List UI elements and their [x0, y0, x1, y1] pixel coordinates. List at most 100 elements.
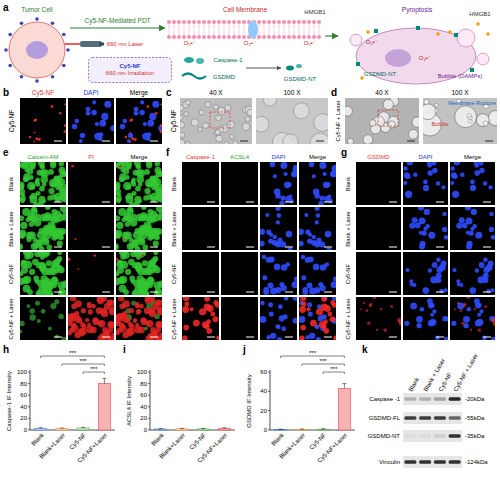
scale-bar [207, 337, 215, 338]
micrograph-ground [116, 207, 162, 250]
cell [125, 175, 130, 180]
micrograph-ground [116, 252, 162, 295]
blot-band [434, 460, 446, 464]
micrograph [182, 294, 221, 340]
cell [126, 208, 134, 216]
cell [128, 259, 135, 266]
tick-label: 0 [144, 427, 147, 433]
ros-label: O₂•⁻ [419, 55, 431, 61]
cell [37, 231, 45, 239]
cell [178, 105, 184, 111]
significance-bracket [83, 372, 104, 374]
lipid-head [212, 20, 216, 24]
cell [54, 211, 61, 218]
lipid-tail [284, 24, 285, 29]
micrograph [68, 162, 114, 205]
lipid-tail [179, 30, 180, 35]
micrograph [116, 98, 164, 144]
micrograph [221, 252, 258, 295]
cell [332, 294, 339, 301]
cell [298, 241, 304, 247]
scale-bar [54, 337, 62, 338]
cell [403, 181, 407, 185]
cell [74, 119, 79, 124]
lipid-head [202, 20, 206, 24]
protein-label: Caspase-1 [213, 57, 242, 63]
cell [479, 262, 485, 268]
cell [332, 302, 337, 307]
cell [35, 177, 40, 182]
annotation: Bubble [431, 122, 448, 128]
cell [436, 273, 442, 279]
cell [299, 336, 304, 341]
cell [142, 245, 148, 251]
cell [277, 337, 282, 342]
lane-label: Cy5-NF + Laser [452, 353, 478, 393]
scale-bar [436, 292, 444, 293]
cell [484, 305, 487, 308]
scale-bar [324, 202, 332, 203]
cell [312, 235, 316, 239]
lipid-head [172, 20, 176, 24]
cell [155, 161, 160, 166]
cell [74, 238, 76, 240]
scale-bar [150, 337, 158, 338]
cell [127, 331, 132, 336]
gsdmd-pore [374, 29, 378, 33]
cell [38, 138, 41, 141]
nanofiber-dot [4, 48, 8, 52]
cell [268, 302, 273, 307]
micrograph-ground [356, 207, 401, 250]
cell [117, 267, 124, 274]
cell [215, 302, 220, 307]
cell [284, 296, 289, 301]
micrograph [18, 297, 67, 343]
significance-mark: *** [320, 358, 327, 364]
cell [291, 172, 296, 177]
lipid-tail [309, 24, 310, 29]
cell [38, 262, 46, 270]
lipid-head [242, 20, 246, 24]
error-bar [81, 427, 85, 428]
cell [34, 219, 42, 227]
cell [409, 279, 413, 283]
micrograph-ground [356, 297, 401, 340]
micrograph-ground [182, 162, 219, 205]
lipid-head [182, 35, 186, 39]
cell [18, 163, 23, 168]
ros-label: O₂•⁻ [184, 40, 196, 46]
cell [383, 328, 387, 332]
lipid-tail [269, 30, 270, 35]
cell [333, 276, 338, 281]
annotation: Membrane Rupture [448, 101, 495, 107]
cell [326, 247, 331, 252]
cell [182, 306, 189, 313]
row-label: Cy5-NF + Laser [346, 298, 352, 339]
cell [153, 250, 158, 255]
cell [266, 229, 271, 234]
lipid-tail [319, 30, 320, 35]
cell [136, 176, 144, 184]
cell [40, 176, 48, 184]
lipid-head [237, 20, 241, 24]
cell [225, 105, 231, 111]
cell [47, 195, 52, 200]
cell [131, 119, 134, 122]
micrograph-ground [182, 252, 219, 295]
bar [218, 428, 230, 430]
scale-bar [150, 202, 158, 203]
lipid-tail [279, 30, 280, 35]
lipid-head [172, 35, 176, 39]
cell [314, 287, 320, 293]
protein-label: GSDMD-NT [284, 76, 316, 82]
cell [383, 99, 393, 109]
micrograph [113, 295, 164, 343]
cell [158, 184, 166, 192]
micrograph-ground [260, 297, 297, 340]
bar [56, 429, 68, 430]
cell [432, 262, 438, 268]
lipid-head [212, 35, 216, 39]
cell [479, 309, 483, 313]
lipid-head [187, 35, 191, 39]
micrograph [221, 297, 258, 340]
